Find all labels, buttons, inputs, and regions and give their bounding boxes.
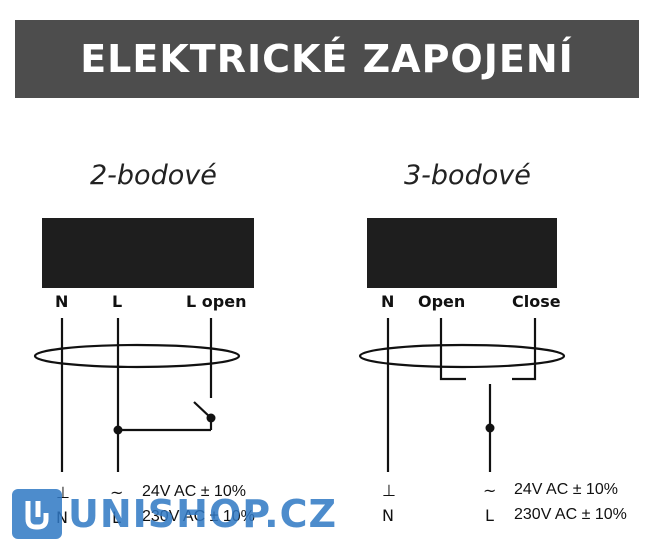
two-point-legend-value-1: 24V AC ± 10% bbox=[142, 483, 246, 500]
two-point-title: 2-bodové bbox=[90, 160, 217, 191]
three-point-legend-alt-2: L bbox=[485, 506, 494, 525]
three-point-terminal-close: Close bbox=[512, 292, 561, 311]
two-point-terminal-n: N bbox=[55, 292, 69, 311]
two-point-legend-alt-1: ~ bbox=[110, 483, 124, 502]
two-point-device-box bbox=[42, 218, 254, 288]
three-point-title: 3-bodové bbox=[404, 160, 531, 191]
three-point-wire-close bbox=[512, 318, 537, 381]
three-point-cable-ellipse bbox=[358, 343, 566, 369]
three-point-terminal-open: Open bbox=[418, 292, 466, 311]
two-point-terminal-l-open: L open bbox=[186, 292, 247, 311]
two-point-legend-value-2: 230V AC ± 10% bbox=[142, 508, 255, 525]
two-point-cable-ellipse bbox=[33, 343, 241, 369]
three-point-legend-value-1: 24V AC ± 10% bbox=[514, 481, 618, 498]
two-point-switch-contact bbox=[206, 413, 216, 423]
three-point-terminal-n: N bbox=[381, 292, 395, 311]
three-point-legend-alt-1: ~ bbox=[483, 481, 497, 500]
three-point-legend-symbol-1: ⊥ bbox=[382, 481, 396, 500]
three-point-device-box bbox=[367, 218, 557, 288]
three-point-junction-dot bbox=[485, 423, 495, 433]
watermark-text: UNISHOP.CZ bbox=[68, 492, 338, 536]
watermark-logo-icon bbox=[12, 489, 62, 539]
header-bar: ELEKTRICKÉ ZAPOJENÍ bbox=[15, 20, 639, 98]
two-point-legend-alt-2: L bbox=[112, 508, 121, 527]
three-point-legend-symbol-2: N bbox=[382, 506, 394, 525]
two-point-junction-dot bbox=[113, 425, 123, 435]
two-point-terminal-l: L bbox=[112, 292, 123, 311]
page-title: ELEKTRICKÉ ZAPOJENÍ bbox=[80, 37, 574, 81]
three-point-wire-open bbox=[439, 318, 466, 381]
watermark: UNISHOP.CZ bbox=[12, 486, 337, 542]
three-point-legend-value-2: 230V AC ± 10% bbox=[514, 506, 627, 523]
